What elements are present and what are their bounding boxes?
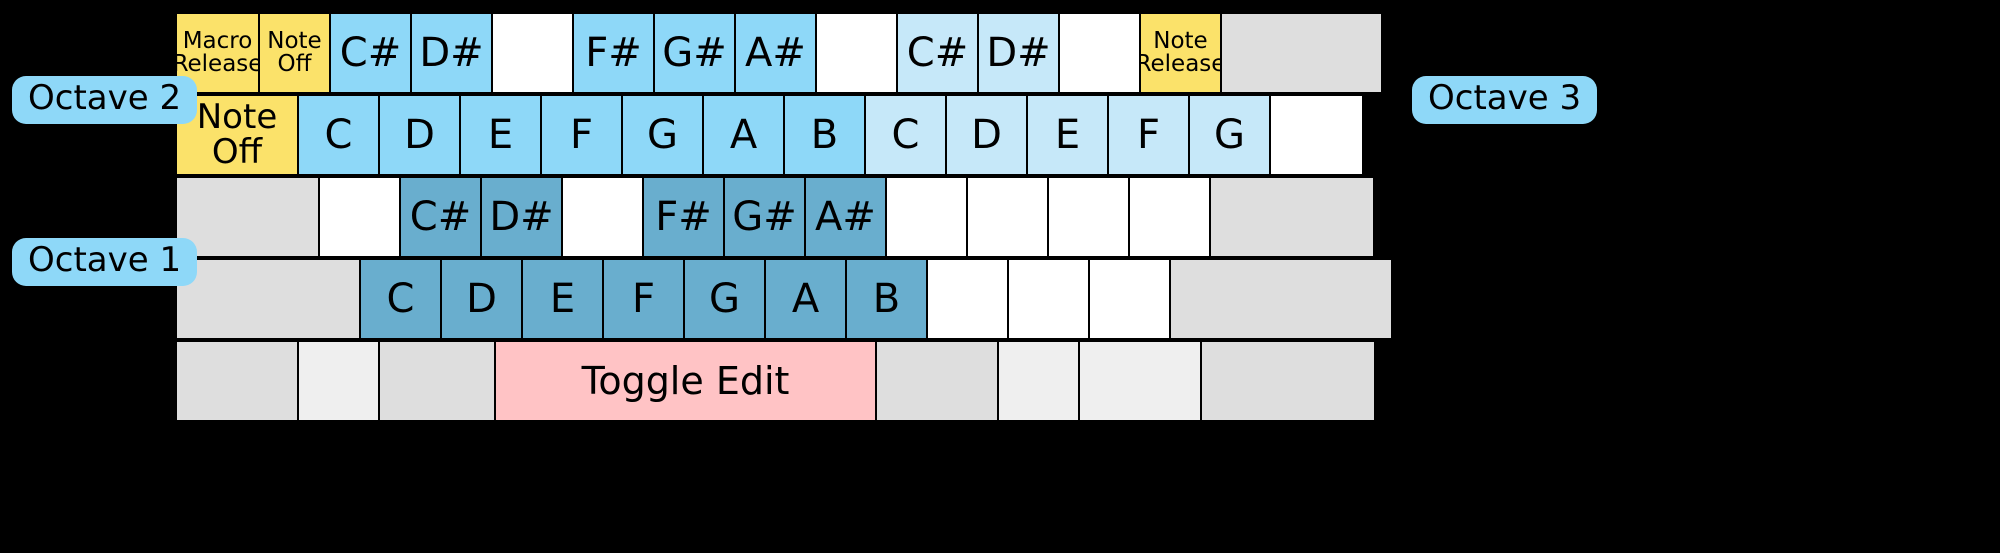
key-g-sharp[interactable]: G# <box>723 176 806 258</box>
key-a[interactable]: A <box>702 94 785 176</box>
key-blank <box>1169 258 1393 340</box>
octave-3-label: Octave 3 <box>1412 76 1598 125</box>
toggle-edit-row: Toggle Edit <box>175 340 1390 422</box>
key-blank <box>997 340 1080 422</box>
key-g-sharp[interactable]: G# <box>653 12 736 94</box>
key-d[interactable]: D <box>945 94 1028 176</box>
key-note-off[interactable]: Note Off <box>258 12 331 94</box>
key-d-sharp[interactable]: D# <box>480 176 563 258</box>
key-note-release[interactable]: Note Release <box>1139 12 1222 94</box>
key-b[interactable]: B <box>783 94 866 176</box>
key-blank <box>1200 340 1376 422</box>
key-d-sharp[interactable]: D# <box>977 12 1060 94</box>
key-blank <box>885 176 968 258</box>
key-blank <box>1209 176 1375 258</box>
key-a-sharp[interactable]: A# <box>734 12 817 94</box>
key-blank <box>1088 258 1171 340</box>
key-b[interactable]: B <box>845 258 928 340</box>
key-blank <box>297 340 380 422</box>
key-g[interactable]: G <box>1188 94 1271 176</box>
key-c-sharp[interactable]: C# <box>399 176 482 258</box>
key-e[interactable]: E <box>521 258 604 340</box>
key-f-sharp[interactable]: F# <box>642 176 725 258</box>
key-blank <box>926 258 1009 340</box>
key-blank <box>815 12 898 94</box>
octave-1-label: Octave 1 <box>12 238 198 287</box>
key-blank <box>1220 12 1383 94</box>
key-blank <box>1078 340 1202 422</box>
key-blank <box>378 340 496 422</box>
key-c-sharp[interactable]: C# <box>329 12 412 94</box>
key-f-sharp[interactable]: F# <box>572 12 655 94</box>
key-d[interactable]: D <box>440 258 523 340</box>
key-blank <box>966 176 1049 258</box>
key-blank <box>318 176 401 258</box>
key-blank <box>491 12 574 94</box>
key-e[interactable]: E <box>1026 94 1109 176</box>
key-c[interactable]: C <box>359 258 442 340</box>
octave1-black-keys-row: C#D# F#G#A# <box>175 176 1390 258</box>
key-blank <box>561 176 644 258</box>
key-e[interactable]: E <box>459 94 542 176</box>
key-a-sharp[interactable]: A# <box>804 176 887 258</box>
key-toggle-edit[interactable]: Toggle Edit <box>494 340 877 422</box>
key-blank <box>1007 258 1090 340</box>
key-blank <box>1047 176 1130 258</box>
key-blank <box>1128 176 1211 258</box>
key-d[interactable]: D <box>378 94 461 176</box>
key-blank <box>175 340 299 422</box>
key-g[interactable]: G <box>683 258 766 340</box>
key-blank <box>1058 12 1141 94</box>
key-a[interactable]: A <box>764 258 847 340</box>
key-f[interactable]: F <box>602 258 685 340</box>
key-c[interactable]: C <box>864 94 947 176</box>
key-blank <box>175 176 320 258</box>
key-d-sharp[interactable]: D# <box>410 12 493 94</box>
key-blank <box>175 258 361 340</box>
key-f[interactable]: F <box>1107 94 1190 176</box>
key-c[interactable]: C <box>297 94 380 176</box>
key-g[interactable]: G <box>621 94 704 176</box>
key-c-sharp[interactable]: C# <box>896 12 979 94</box>
octave-2-label: Octave 2 <box>12 76 198 125</box>
key-blank <box>875 340 999 422</box>
key-f[interactable]: F <box>540 94 623 176</box>
key-blank <box>1269 94 1364 176</box>
